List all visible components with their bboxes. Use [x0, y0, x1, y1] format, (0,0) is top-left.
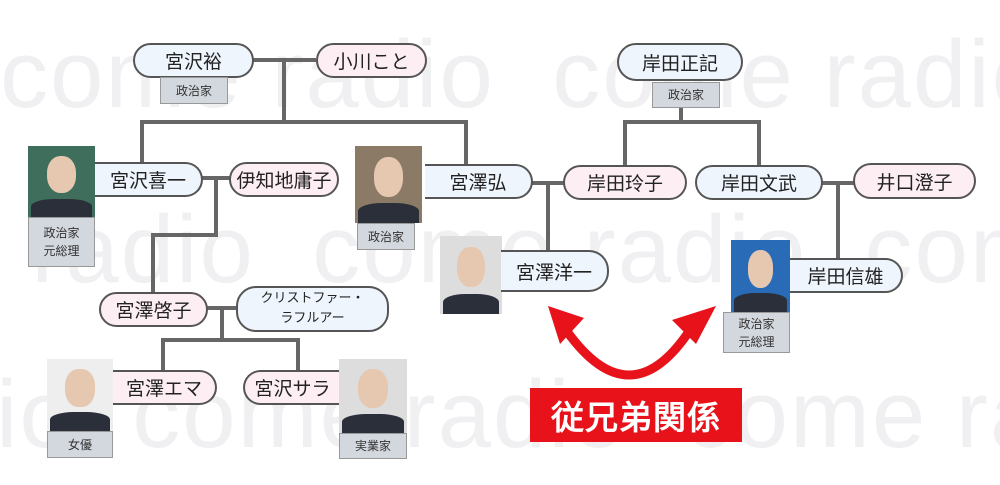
person-kishida-reiko: 岸田玲子	[563, 165, 687, 200]
descent-line	[161, 338, 165, 371]
descent-line	[623, 120, 627, 166]
photo-miyazawa-kiichi	[28, 146, 95, 217]
photo-miyazawa-emma	[47, 359, 113, 431]
person-miyazawa-yutaka: 宮沢裕	[133, 43, 254, 78]
photo-miyazawa-yoichi	[440, 236, 502, 314]
descent-line	[140, 120, 144, 164]
descent-line	[757, 120, 761, 166]
person-christopher-lafleur: クリストファー・ラフルアー	[236, 286, 389, 332]
person-miyazawa-emma: 宮澤エマ	[113, 370, 217, 405]
person-kishida-fumitake: 岸田文武	[695, 165, 823, 200]
person-kishida-fumio: 岸田信雄	[790, 258, 903, 293]
photo-miyazawa-sara	[339, 359, 407, 433]
descent-line	[546, 181, 550, 251]
descent-line	[151, 233, 218, 237]
role-tag: 政治家元総理	[28, 217, 95, 267]
descent-line	[282, 60, 286, 124]
role-tag: 実業家	[339, 433, 407, 459]
descent-line	[220, 306, 224, 342]
person-miyazawa-kiichi: 宮沢喜一	[95, 162, 203, 197]
descent-line	[151, 233, 155, 293]
sibling-line	[161, 338, 300, 342]
descent-line	[836, 181, 840, 259]
photo-kishida-fumio	[731, 240, 790, 312]
person-miyazawa-sara: 宮沢サラ	[243, 370, 340, 405]
descent-line	[214, 176, 218, 237]
descent-line	[464, 120, 468, 166]
relation-banner: 従兄弟関係	[530, 388, 742, 442]
person-miyazawa-keiko: 宮澤啓子	[99, 292, 208, 327]
role-tag: 政治家	[652, 82, 720, 108]
role-tag: 女優	[47, 431, 113, 458]
person-miyazawa-hiroshi: 宮澤弘	[425, 164, 533, 199]
person-ichiji-yoko: 伊知地庸子	[229, 162, 339, 197]
role-tag: 政治家	[160, 77, 228, 104]
role-tag: 政治家元総理	[723, 312, 790, 353]
sibling-line	[140, 120, 468, 124]
photo-miyazawa-hiroshi	[355, 146, 422, 223]
person-iguchi-sumiko: 井口澄子	[853, 163, 976, 199]
sibling-line	[623, 120, 761, 124]
person-ogawa-koto: 小川こと	[316, 43, 427, 78]
descent-line	[296, 338, 300, 371]
role-tag: 政治家	[357, 223, 415, 250]
person-miyazawa-yoichi: 宮澤洋一	[501, 250, 609, 292]
descent-line	[679, 106, 683, 122]
person-kishida-masaki: 岸田正記	[617, 43, 743, 81]
